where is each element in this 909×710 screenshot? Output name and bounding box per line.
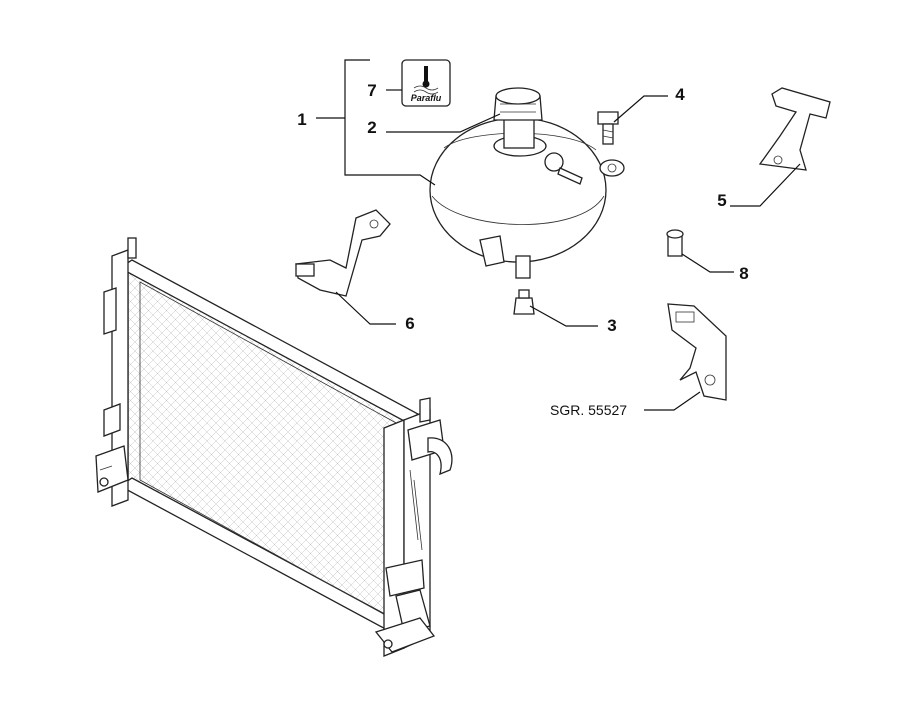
drain-plug [513,289,535,315]
leader-lines [316,59,801,411]
bolt [597,111,619,145]
bracket-5 [758,87,831,171]
callout-2: 2 [367,118,376,137]
sgr-bracket [667,303,727,401]
bracket-6 [295,209,391,297]
callout-7: 7 [367,81,376,100]
filler-cap [493,87,543,149]
callout-6: 6 [405,314,414,333]
callout-1: 1 [297,110,306,129]
callout-5: 5 [717,191,726,210]
label-card-text: Paraflu [411,93,442,103]
sgr-reference-label: SGR. 55527 [550,402,627,418]
stud [666,229,684,257]
coolant-thermometer-icon [413,66,439,95]
callout-8: 8 [739,264,748,283]
coolant-label-card: Paraflu [401,59,451,107]
radiator [95,237,453,657]
callout-3: 3 [607,316,616,335]
callout-4: 4 [675,85,685,104]
